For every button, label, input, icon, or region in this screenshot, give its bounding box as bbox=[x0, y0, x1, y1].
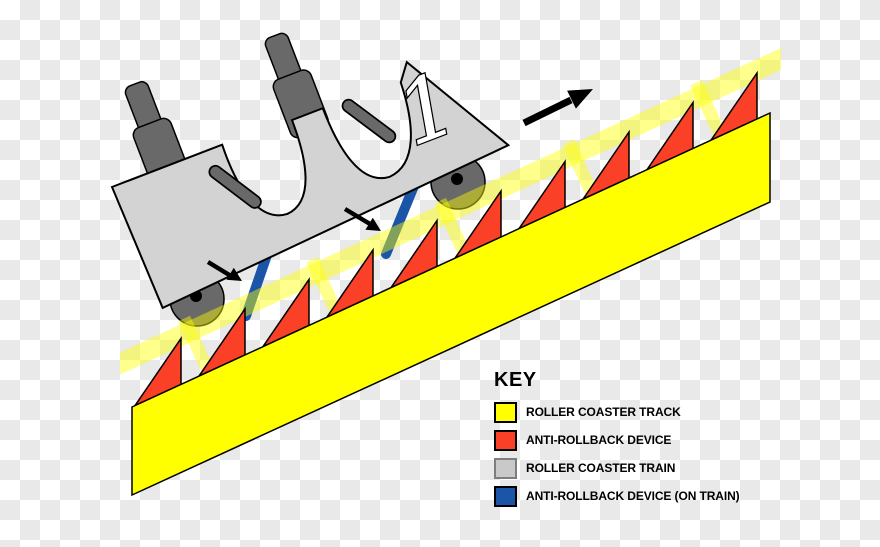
key-row-3: ANTI-ROLLBACK DEVICE (ON TRAIN) bbox=[494, 485, 740, 507]
rear-lap-bar bbox=[208, 164, 262, 209]
anti-rollback-devices-on-train bbox=[241, 176, 421, 321]
train-body bbox=[110, 60, 511, 310]
key-swatch-2 bbox=[494, 457, 517, 479]
rail-band bbox=[120, 47, 781, 375]
key-label-1: ANTI-ROLLBACK DEVICE bbox=[526, 433, 672, 447]
key-swatch-0 bbox=[494, 401, 517, 423]
key-swatch-1 bbox=[494, 429, 517, 451]
key-swatch-3 bbox=[494, 485, 517, 507]
rear-rollback-rod bbox=[241, 247, 273, 321]
front-rollback-rod bbox=[381, 176, 421, 259]
key-label-2: ROLLER COASTER TRAIN bbox=[526, 461, 676, 475]
travel-direction-arrow bbox=[522, 89, 593, 127]
key-items: ROLLER COASTER TRACK ANTI-ROLLBACK DEVICE… bbox=[494, 401, 740, 507]
key-row-0: ROLLER COASTER TRACK bbox=[494, 401, 740, 423]
key-row-2: ROLLER COASTER TRAIN bbox=[494, 457, 740, 479]
front-pawl-arrow bbox=[343, 207, 381, 231]
roller-coaster-track bbox=[131, 111, 771, 497]
key-label-0: ROLLER COASTER TRACK bbox=[526, 405, 681, 419]
key-title: KEY bbox=[494, 369, 537, 391]
front-wheel-hub bbox=[451, 173, 463, 185]
key-panel: KEY ROLLER COASTER TRACK ANTI-ROLLBACK DE… bbox=[494, 370, 740, 513]
key-label-3: ANTI-ROLLBACK DEVICE (ON TRAIN) bbox=[526, 489, 740, 503]
rear-pawl-arrow bbox=[206, 260, 242, 281]
front-lap-bar bbox=[341, 98, 397, 144]
key-row-1: ANTI-ROLLBACK DEVICE bbox=[494, 429, 740, 451]
